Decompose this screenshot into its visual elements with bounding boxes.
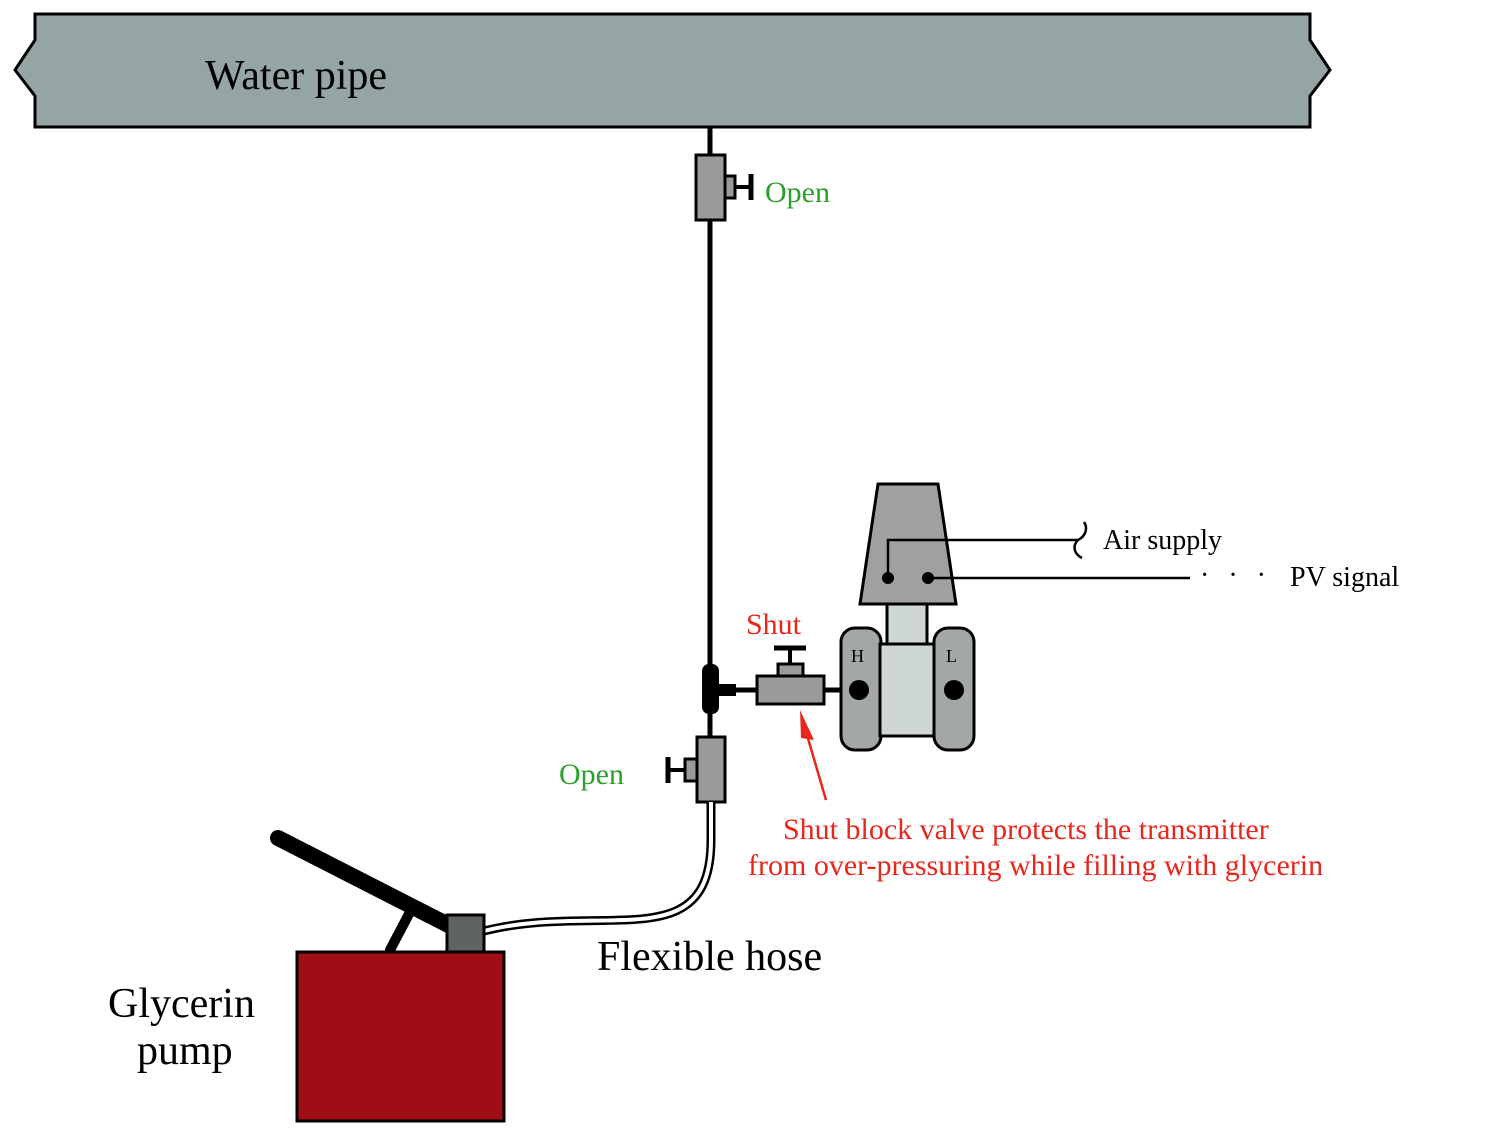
lower-isolation-valve[interactable]: Open bbox=[559, 735, 727, 804]
handwheel-icon bbox=[723, 174, 754, 200]
low-port-label: L bbox=[946, 646, 957, 666]
pump-handle-support bbox=[385, 907, 415, 955]
air-supply-label: Air supply bbox=[1103, 525, 1222, 556]
pump-label-line-2: pump bbox=[137, 1028, 233, 1074]
flexible-hose bbox=[478, 802, 716, 937]
upper-valve-state: Open bbox=[765, 176, 830, 209]
glycerin-pump[interactable] bbox=[270, 830, 506, 1123]
transmitter-housing bbox=[858, 482, 958, 606]
pipe-break-icon bbox=[13, 12, 1332, 129]
pump-fitting bbox=[445, 913, 486, 954]
high-port bbox=[849, 680, 869, 700]
arrow-icon bbox=[800, 710, 828, 801]
pump-handle-icon bbox=[270, 830, 470, 940]
pressure-transmitter[interactable]: H L bbox=[839, 482, 976, 752]
block-valve[interactable]: Shut bbox=[746, 608, 826, 706]
water-pipe: Water pipe bbox=[13, 12, 1332, 129]
handwheel-icon bbox=[665, 757, 699, 783]
pv-signal-continuation: · · · bbox=[1200, 560, 1272, 591]
pump-label-line-1: Glycerin bbox=[108, 981, 255, 1027]
high-port-label: H bbox=[851, 646, 864, 666]
pv-signal-label: PV signal bbox=[1290, 562, 1399, 593]
note-line-1: Shut block valve protects the transmitte… bbox=[783, 813, 1269, 846]
pv-signal-line: · · · PV signal bbox=[928, 560, 1399, 593]
note-line-2: from over-pressuring while filling with … bbox=[748, 849, 1323, 882]
transmitter-body bbox=[878, 642, 936, 738]
block-valve-state: Shut bbox=[746, 608, 802, 641]
pump-body bbox=[295, 950, 506, 1123]
air-supply-line: Air supply bbox=[886, 521, 1222, 578]
water-pipe-label: Water pipe bbox=[205, 53, 387, 99]
pipe-break-icon bbox=[1073, 521, 1088, 560]
tee-fitting-icon bbox=[702, 664, 736, 714]
flexible-hose-label: Flexible hose bbox=[597, 934, 822, 980]
upper-root-valve[interactable]: Open bbox=[694, 153, 830, 222]
handwheel-icon bbox=[774, 645, 806, 678]
low-port bbox=[944, 680, 964, 700]
transmitter-neck bbox=[885, 602, 929, 646]
lower-valve-state: Open bbox=[559, 758, 624, 791]
